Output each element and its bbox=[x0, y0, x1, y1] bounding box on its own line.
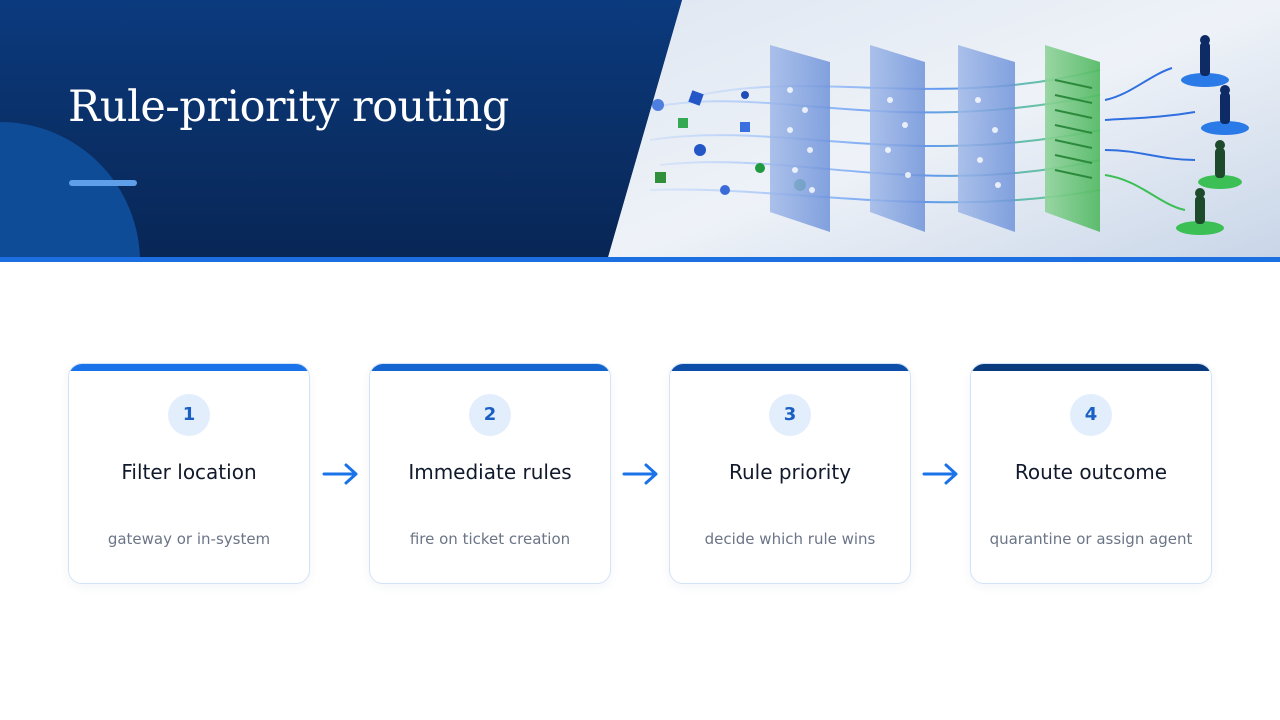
page-title: Rule-priority routing bbox=[68, 82, 509, 132]
step-card-filter-location: 1 Filter location gateway or in-system bbox=[68, 363, 310, 584]
title-underline bbox=[69, 180, 137, 186]
header-dark-panel bbox=[0, 0, 682, 257]
step-title: Filter location bbox=[121, 460, 257, 484]
card-topbar bbox=[670, 364, 910, 371]
step-number-badge: 1 bbox=[168, 394, 210, 436]
card-topbar bbox=[971, 364, 1211, 371]
card-topbar bbox=[370, 364, 610, 371]
hero-illustration bbox=[608, 0, 1280, 257]
step-number-badge: 3 bbox=[769, 394, 811, 436]
step-subtitle: quarantine or assign agent bbox=[989, 530, 1193, 548]
step-card-route-outcome: 4 Route outcome quarantine or assign age… bbox=[970, 363, 1212, 584]
step-title: Immediate rules bbox=[408, 460, 572, 484]
decorative-circle bbox=[0, 122, 140, 257]
step-card-immediate-rules: 2 Immediate rules fire on ticket creatio… bbox=[369, 363, 611, 584]
step-title: Rule priority bbox=[728, 460, 852, 484]
arrow-right-icon bbox=[622, 463, 658, 485]
step-subtitle: fire on ticket creation bbox=[409, 530, 571, 548]
header-accent-bar bbox=[0, 257, 1280, 262]
arrow-right-icon bbox=[322, 463, 358, 485]
header-banner: Rule-priority routing bbox=[0, 0, 1280, 257]
arrow-right-icon bbox=[922, 463, 958, 485]
step-number-badge: 2 bbox=[469, 394, 511, 436]
card-topbar bbox=[69, 364, 309, 371]
step-title: Route outcome bbox=[1014, 460, 1168, 484]
step-number-badge: 4 bbox=[1070, 394, 1112, 436]
step-subtitle: decide which rule wins bbox=[704, 530, 876, 548]
step-card-rule-priority: 3 Rule priority decide which rule wins bbox=[669, 363, 911, 584]
step-subtitle: gateway or in-system bbox=[107, 530, 271, 548]
